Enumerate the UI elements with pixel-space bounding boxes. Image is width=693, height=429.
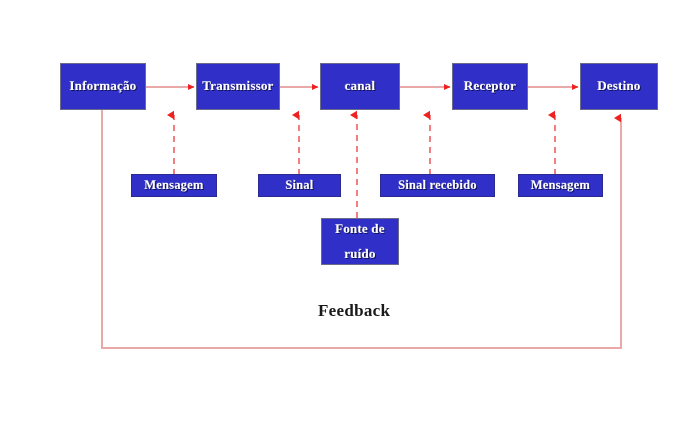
node-fonte-de-ruido[interactable]: Fonte de ruído [321,218,399,265]
node-mensagem-left[interactable]: Mensagem [131,174,217,197]
node-mensagem-right[interactable]: Mensagem [518,174,603,197]
fonte-de-ruido-line-1: Fonte de [335,220,385,236]
node-receptor[interactable]: Receptor [452,63,528,110]
fonte-de-ruido-line-2: ruído [344,245,376,261]
node-canal[interactable]: canal [320,63,400,110]
node-transmissor[interactable]: Transmissor [196,63,280,110]
node-informacao[interactable]: Informação [60,63,146,110]
node-sinal-recebido[interactable]: Sinal recebido [380,174,495,197]
node-destino[interactable]: Destino [580,63,658,110]
feedback-label: Feedback [318,301,391,320]
annotation-connectors [167,110,556,218]
node-sinal[interactable]: Sinal [258,174,341,197]
